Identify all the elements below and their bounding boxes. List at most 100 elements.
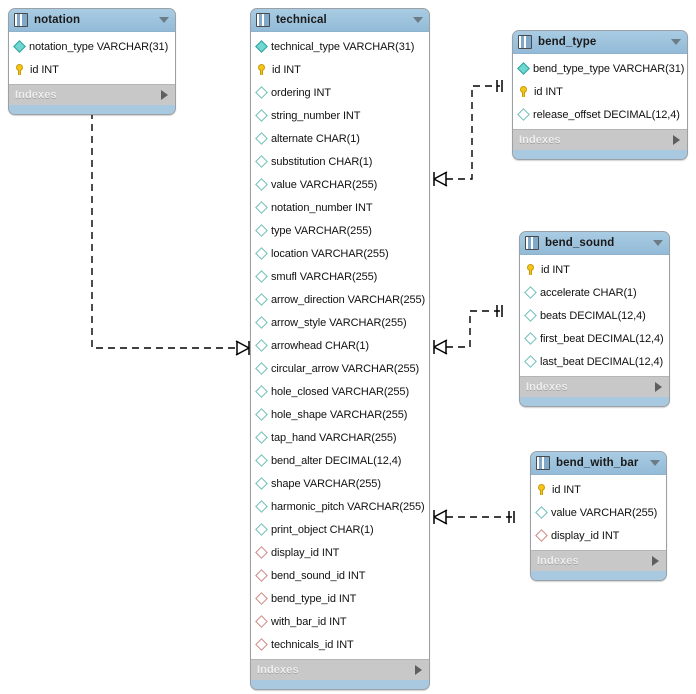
chevron-right-icon[interactable] [161, 90, 168, 100]
field-label: harmonic_pitch VARCHAR(255) [271, 500, 425, 513]
chevron-right-icon[interactable] [655, 382, 662, 392]
field-label: smufl VARCHAR(255) [271, 270, 378, 283]
primary-key-icon [257, 64, 267, 75]
column-diamond-icon [255, 500, 268, 513]
field-row[interactable]: id INT [531, 478, 666, 501]
chevron-down-icon[interactable] [650, 460, 660, 466]
column-diamond-icon [524, 286, 537, 299]
field-row[interactable]: circular_arrow VARCHAR(255) [251, 357, 429, 380]
chevron-right-icon[interactable] [673, 135, 680, 145]
field-row[interactable]: id INT [251, 58, 429, 81]
chevron-down-icon[interactable] [159, 17, 169, 23]
column-diamond-icon [255, 362, 268, 375]
table-header-bend_sound[interactable]: bend_sound [520, 232, 669, 255]
field-row[interactable]: id INT [513, 80, 687, 103]
field-row[interactable]: hole_closed VARCHAR(255) [251, 380, 429, 403]
field-label: string_number INT [271, 109, 361, 122]
field-row[interactable]: value VARCHAR(255) [531, 501, 666, 524]
field-row[interactable]: release_offset DECIMAL(12,4) [513, 103, 687, 126]
chevron-down-icon[interactable] [653, 240, 663, 246]
field-row[interactable]: accelerate CHAR(1) [520, 281, 669, 304]
field-row[interactable]: last_beat DECIMAL(12,4) [520, 350, 669, 373]
field-label: location VARCHAR(255) [271, 247, 389, 260]
field-row[interactable]: with_bar_id INT [251, 610, 429, 633]
field-row[interactable]: display_id INT [531, 524, 666, 547]
foreign-key-diamond-icon [255, 546, 268, 559]
column-diamond-icon [255, 201, 268, 214]
field-row[interactable]: technical_type VARCHAR(31) [251, 35, 429, 58]
field-row[interactable]: print_object CHAR(1) [251, 518, 429, 541]
field-label: print_object CHAR(1) [271, 523, 374, 536]
table-technical[interactable]: technical technical_type VARCHAR(31) id IN… [250, 8, 430, 690]
field-row[interactable]: bend_type_id INT [251, 587, 429, 610]
field-row[interactable]: harmonic_pitch VARCHAR(255) [251, 495, 429, 518]
field-label: beats DECIMAL(12,4) [540, 309, 646, 322]
field-row[interactable]: technicals_id INT [251, 633, 429, 656]
field-row[interactable]: value VARCHAR(255) [251, 173, 429, 196]
field-row[interactable]: ordering INT [251, 81, 429, 104]
table-notation[interactable]: notation notation_type VARCHAR(31) id INT I… [8, 8, 176, 115]
field-row[interactable]: display_id INT [251, 541, 429, 564]
column-diamond-icon [524, 355, 537, 368]
field-label: ordering INT [271, 86, 331, 99]
table-bend_type[interactable]: bend_type bend_type_type VARCHAR(31)id IN… [512, 30, 688, 160]
chevron-right-icon[interactable] [415, 665, 422, 675]
table-header-bend_with_bar[interactable]: bend_with_bar [531, 452, 666, 475]
indexes-section-notation[interactable]: Indexes [9, 84, 175, 105]
field-row[interactable]: bend_alter DECIMAL(12,4) [251, 449, 429, 472]
table-fields-technical: technical_type VARCHAR(31) id INT ordering… [251, 32, 429, 659]
field-row[interactable]: string_number INT [251, 104, 429, 127]
field-row[interactable]: id INT [520, 258, 669, 281]
field-label: hole_closed VARCHAR(255) [271, 385, 410, 398]
field-row[interactable]: arrowhead CHAR(1) [251, 334, 429, 357]
field-row[interactable]: notation_type VARCHAR(31) [9, 35, 175, 58]
primary-key-icon [526, 264, 536, 275]
chevron-down-icon[interactable] [671, 39, 681, 45]
field-row[interactable]: shape VARCHAR(255) [251, 472, 429, 495]
field-row[interactable]: smufl VARCHAR(255) [251, 265, 429, 288]
field-label: substitution CHAR(1) [271, 155, 373, 168]
field-row[interactable]: type VARCHAR(255) [251, 219, 429, 242]
field-label: arrow_direction VARCHAR(255) [271, 293, 426, 306]
field-row[interactable]: first_beat DECIMAL(12,4) [520, 327, 669, 350]
field-label: notation_type VARCHAR(31) [29, 40, 169, 53]
field-row[interactable]: notation_number INT [251, 196, 429, 219]
indexes-section-bend_type[interactable]: Indexes [513, 129, 687, 150]
field-row[interactable]: hole_shape VARCHAR(255) [251, 403, 429, 426]
table-header-bend_type[interactable]: bend_type [513, 31, 687, 54]
field-row[interactable]: substitution CHAR(1) [251, 150, 429, 173]
field-row[interactable]: arrow_style VARCHAR(255) [251, 311, 429, 334]
indexes-section-bend_with_bar[interactable]: Indexes [531, 550, 666, 571]
field-row[interactable]: beats DECIMAL(12,4) [520, 304, 669, 327]
card-crow-technical-notation [235, 340, 250, 356]
chevron-down-icon[interactable] [413, 17, 423, 23]
foreign-key-diamond-icon [255, 569, 268, 582]
field-row[interactable]: location VARCHAR(255) [251, 242, 429, 265]
field-label: technical_type VARCHAR(31) [271, 40, 415, 53]
field-label: id INT [552, 483, 581, 496]
table-footer [520, 397, 669, 406]
indexes-label: Indexes [537, 555, 579, 567]
table-header-technical[interactable]: technical [251, 9, 429, 32]
column-diamond-icon [255, 316, 268, 329]
indexes-section-technical[interactable]: Indexes [251, 659, 429, 680]
chevron-right-icon[interactable] [652, 556, 659, 566]
foreign-key-diamond-icon [255, 592, 268, 605]
field-row[interactable]: bend_type_type VARCHAR(31) [513, 57, 687, 80]
table-fields-notation: notation_type VARCHAR(31) id INT [9, 32, 175, 84]
primary-key-icon [537, 484, 547, 495]
indexes-section-bend_sound[interactable]: Indexes [520, 376, 669, 397]
field-label: display_id INT [271, 546, 340, 559]
field-row[interactable]: tap_hand VARCHAR(255) [251, 426, 429, 449]
field-row[interactable]: id INT [9, 58, 175, 81]
relationship-line-notation-technical [91, 100, 237, 349]
field-label: release_offset DECIMAL(12,4) [533, 108, 680, 121]
indexes-label: Indexes [526, 381, 568, 393]
field-row[interactable]: bend_sound_id INT [251, 564, 429, 587]
field-row[interactable]: alternate CHAR(1) [251, 127, 429, 150]
field-row[interactable]: arrow_direction VARCHAR(255) [251, 288, 429, 311]
table-header-notation[interactable]: notation [9, 9, 175, 32]
